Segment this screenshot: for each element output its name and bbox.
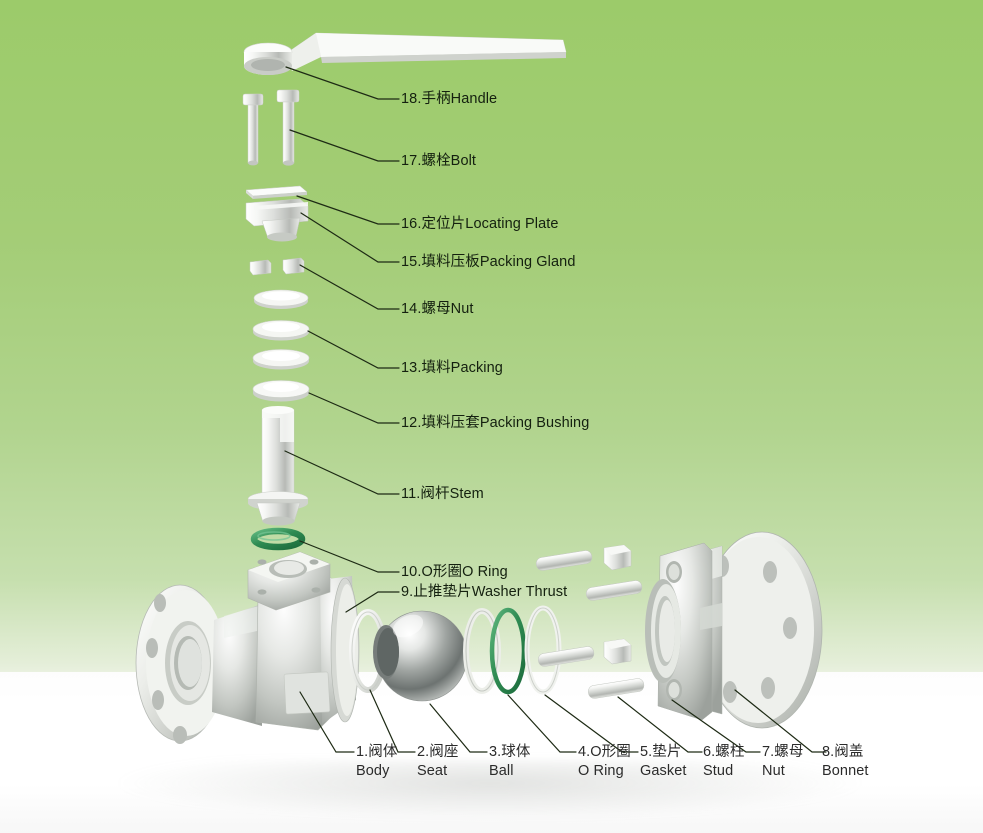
callout-label-15: 15.填料压板Packing Gland [401,254,576,270]
callout-label-17: 17.螺栓Bolt [401,153,477,169]
callout-label-12: 12.填料压套Packing Bushing [401,415,590,431]
callout-label-18: 18.手柄Handle [401,91,498,107]
callout-label-16: 16.定位片Locating Plate [401,216,559,232]
callout-label-11: 11.阀杆Stem [401,486,484,502]
callout-label-9: 9.止推垫片Washer Thrust [401,584,568,600]
callout-label-14: 14.螺母Nut [401,301,474,317]
callout-label-13: 13.填料Packing [401,360,503,376]
floor-shadow [120,760,860,818]
callout-label-10: 10.O形圈O Ring [401,564,508,580]
